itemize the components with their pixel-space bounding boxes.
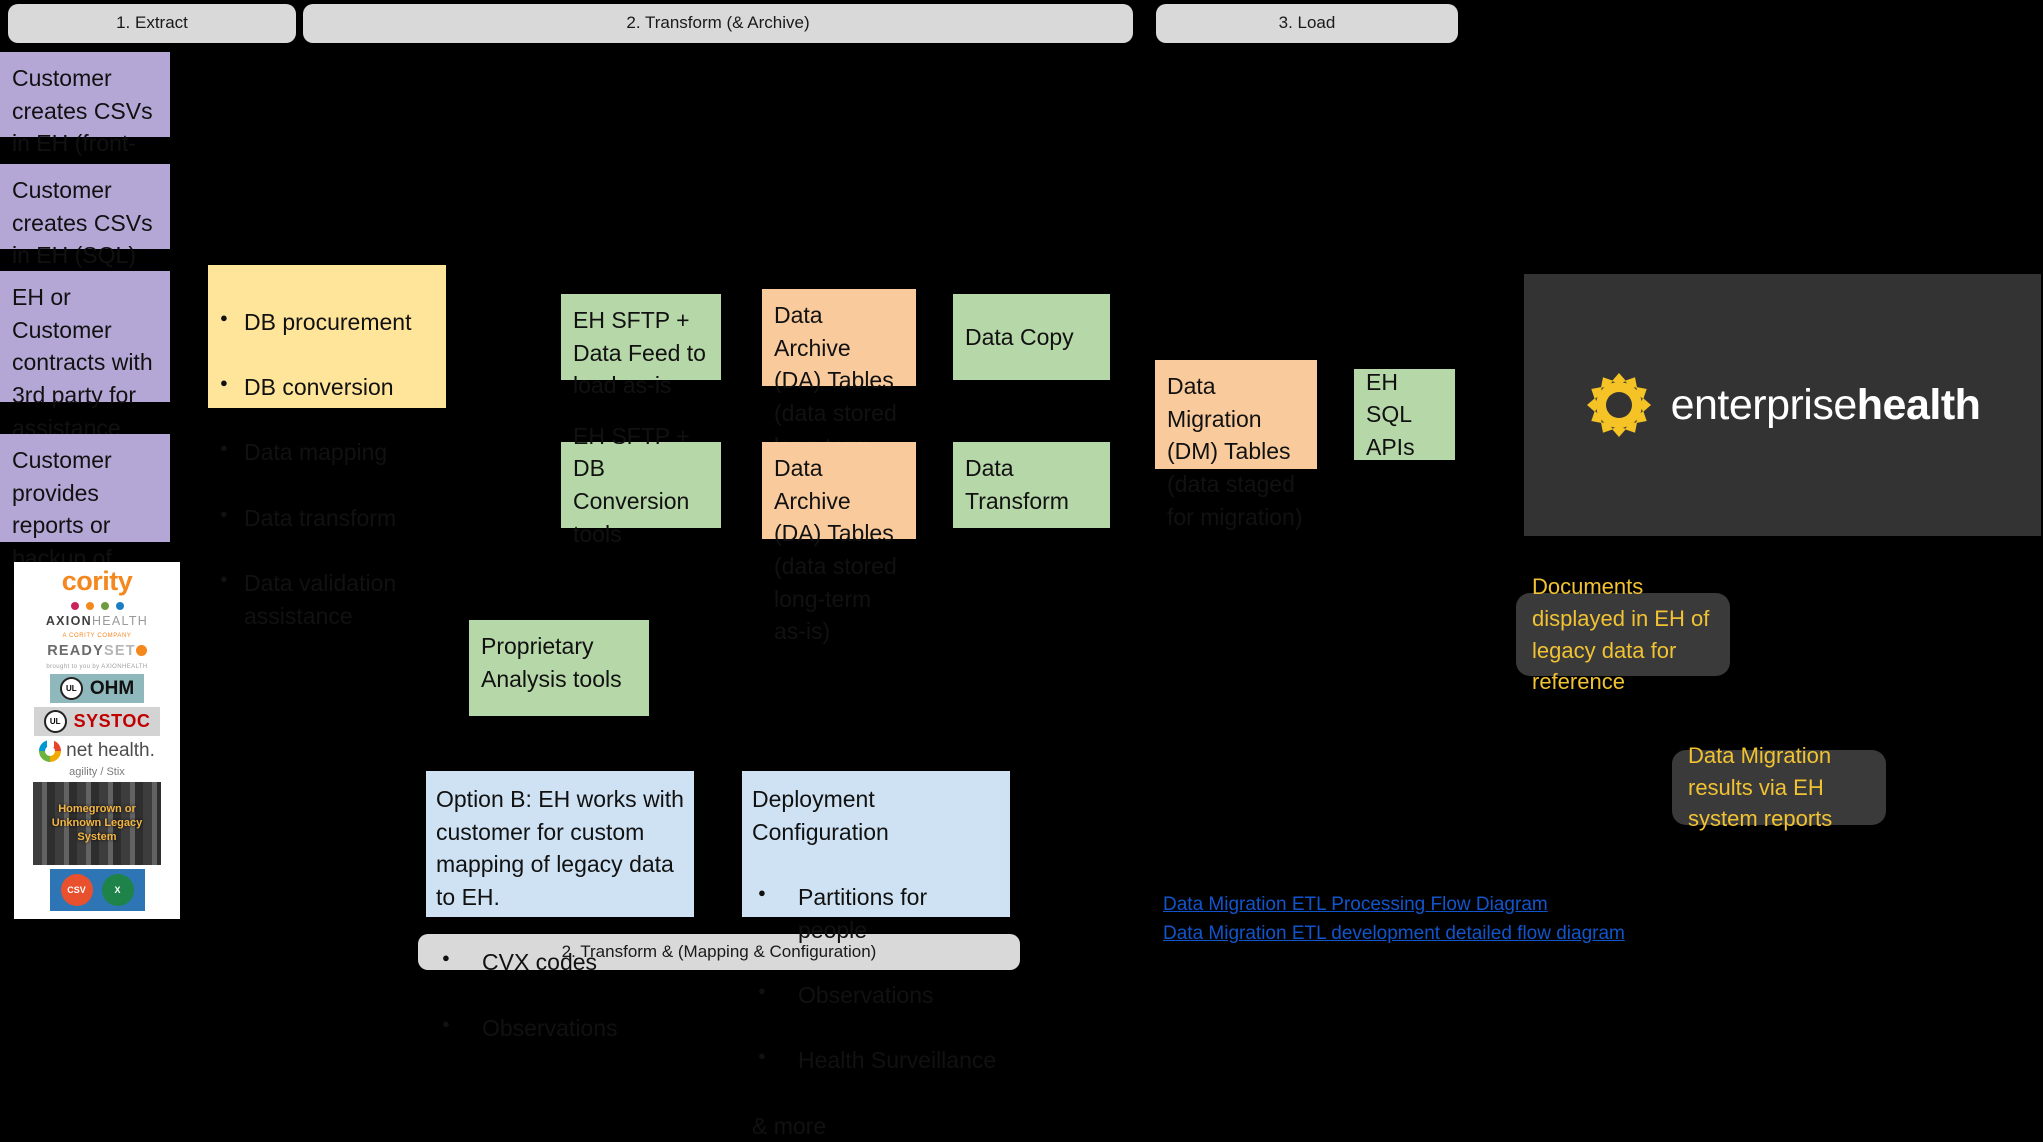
- callout-dm-results: Data Migration results via EH system rep…: [1672, 743, 1886, 831]
- transform-box-data-archive-2: Data Archive (DA) Tables (data stored lo…: [762, 442, 916, 644]
- list-item: Observations: [436, 1012, 684, 1045]
- list-item: CVX codes: [436, 946, 684, 979]
- ohm-label: OHM: [89, 677, 135, 699]
- list-item: Health Surveillance: [752, 1044, 1000, 1077]
- callout-documents-displayed: Documents displayed in EH of legacy data…: [1516, 574, 1730, 694]
- transform-box-data-transform: Data Transform: [953, 442, 1110, 528]
- mapping-box-option-b: Option B: EH works with customer for cus…: [426, 771, 694, 1041]
- axion-subtitle: A CORITY COMPANY: [62, 633, 132, 639]
- phase-header-extract: 1. Extract: [8, 4, 296, 43]
- extract-box-csv-sql: Customer creates CSVs in EH (SQL) API fo…: [0, 164, 170, 301]
- ul-mark-icon: UL: [43, 710, 67, 734]
- nethealth-label: net health.: [66, 740, 155, 762]
- file-format-icons: CSV X: [49, 869, 145, 911]
- list-item: Observations: [752, 979, 1000, 1012]
- extract-box-csv-frontend: Customer creates CSVs in EH (front-end) …: [0, 52, 170, 222]
- ready-main: READY: [47, 643, 104, 659]
- load-box-eh-sql-apis: EH SQL APIs: [1354, 369, 1455, 460]
- mapping-heading: Deployment Configuration: [752, 786, 889, 845]
- mapping-footer: & more: [752, 1112, 827, 1139]
- legacy-system-photo: Homegrown or Unknown Legacy System: [33, 782, 161, 865]
- transform-box-sftp-db-conversion: EH SFTP + DB Conversion tools: [561, 423, 721, 547]
- readyset-subtitle: brought to you by AXIONHEALTH: [46, 664, 148, 671]
- cority-logo: cority: [61, 566, 133, 596]
- phase-label: 1. Extract: [116, 13, 188, 33]
- nethealth-logo: net health.: [39, 738, 155, 763]
- phase-label: 3. Load: [1278, 13, 1336, 33]
- link-processing-flow[interactable]: Data Migration ETL Processing Flow Diagr…: [1163, 894, 1548, 915]
- readyset-logo: READYSET: [47, 643, 147, 660]
- enterprise-health-logo: enterprisehealth: [1585, 371, 1981, 439]
- list-item: Partitions for people: [752, 881, 1000, 946]
- csv-file-icon: CSV: [60, 874, 93, 906]
- enterprise-health-panel: enterprisehealth: [1524, 274, 2041, 536]
- box-text: Data Transform: [965, 455, 1069, 514]
- transform-box-data-copy: Data Copy: [953, 294, 1110, 380]
- axion-dots: [70, 602, 124, 610]
- phase-label: 2. Transform (& Archive): [626, 13, 810, 33]
- sun-mark-icon: [1586, 373, 1651, 437]
- phase-header-load: 3. Load: [1156, 4, 1458, 43]
- extract-box-legacy-reports: Customer provides reports or backup of L…: [0, 434, 170, 636]
- callout-text: Data Migration results via EH system rep…: [1688, 742, 1833, 832]
- axionhealth-logo: AXIONHEALTH: [46, 614, 148, 629]
- box-text: Data Copy: [965, 323, 1074, 350]
- transform-box-data-archive-1: Data Archive (DA) Tables (data stored lo…: [762, 289, 916, 491]
- legacy-system-caption: Homegrown or Unknown Legacy System: [51, 803, 143, 843]
- nethealth-ring-icon: [39, 738, 62, 763]
- box-text: EH SQL APIs: [1366, 368, 1415, 460]
- nethealth-subtitle: agility / Stix: [69, 766, 125, 779]
- legacy-vendor-logos: cority AXIONHEALTH A CORITY COMPANY READ…: [14, 562, 180, 919]
- ready-rest: SET: [103, 643, 136, 659]
- ohm-logo: UL OHM: [49, 674, 145, 704]
- box-text: EH SFTP + Data Feed to load as-is: [573, 307, 706, 399]
- ul-mark-icon: UL: [59, 677, 83, 701]
- third-party-services-card: DB procurement DB conversion Data mappin…: [208, 265, 446, 629]
- systoc-logo: UL SYSTOC: [33, 707, 161, 737]
- box-text: Data Archive (DA) Tables (data stored lo…: [774, 455, 897, 645]
- box-text: EH SFTP + DB Conversion tools: [573, 422, 690, 547]
- systoc-label: SYSTOC: [73, 711, 151, 732]
- list-item: DB procurement: [218, 306, 436, 339]
- box-text: Data Migration (DM) Tables (data staged …: [1167, 373, 1303, 530]
- link-detailed-flow[interactable]: Data Migration ETL development detailed …: [1163, 923, 1625, 945]
- phase-header-transform: 2. Transform (& Archive): [303, 4, 1133, 43]
- extract-box-third-party: EH or Customer contracts with 3rd party …: [0, 271, 170, 473]
- mapping-heading: Option B: EH works with customer for cus…: [436, 786, 684, 910]
- reference-links: Data Migration ETL Processing Flow Diagr…: [1163, 890, 1633, 949]
- mapping-list: CVX codes Observations: [436, 914, 684, 1077]
- axion-rest: HEALTH: [91, 614, 149, 628]
- list-item: Data mapping: [218, 436, 436, 469]
- transform-box-sftp-data-feed: EH SFTP + Data Feed to load as-is: [561, 294, 721, 398]
- brand-word-light: enterprise: [1670, 380, 1858, 429]
- third-party-services-list: DB procurement DB conversion Data mappin…: [218, 273, 436, 665]
- box-text: Proprietary Analysis tools: [481, 633, 622, 692]
- callout-text: Documents displayed in EH of legacy data…: [1532, 573, 1710, 695]
- mapping-list: Partitions for people Observations Healt…: [752, 848, 1000, 1109]
- load-box-dm-tables: Data Migration (DM) Tables (data staged …: [1155, 360, 1317, 530]
- excel-file-icon: X: [101, 874, 134, 906]
- mapping-box-deployment-config: Deployment Configuration Partitions for …: [742, 771, 1010, 1139]
- enterprise-health-wordmark: enterprisehealth: [1671, 381, 1981, 430]
- axion-main: AXION: [45, 614, 92, 628]
- list-item: DB conversion: [218, 371, 436, 404]
- readyset-dot-icon: [135, 645, 147, 656]
- brand-word-bold: health: [1856, 380, 1981, 429]
- list-item: Data transform: [218, 502, 436, 535]
- list-item: Data validation assistance: [218, 567, 436, 632]
- transform-box-proprietary-tools: Proprietary Analysis tools: [469, 620, 649, 716]
